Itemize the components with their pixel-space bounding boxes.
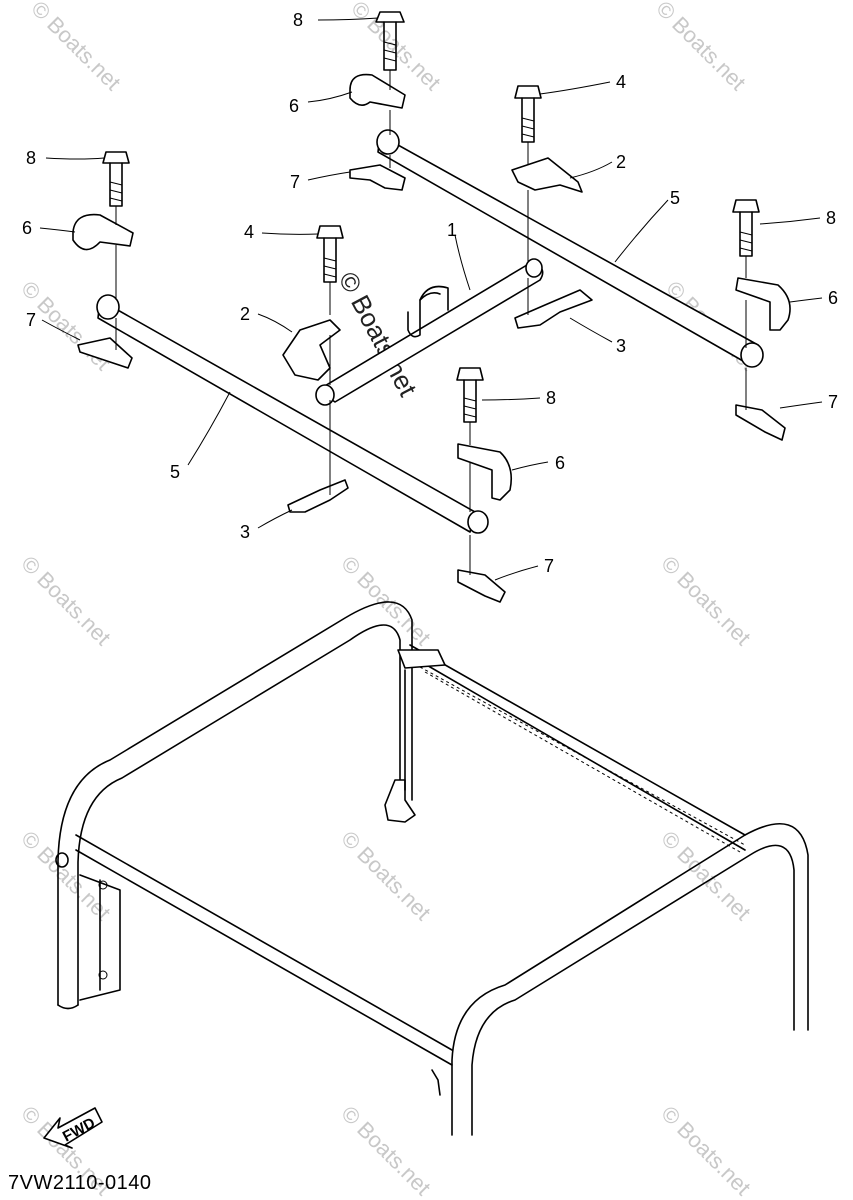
callout-number: 2 xyxy=(240,304,250,324)
watermark-text: © Boats.net xyxy=(16,551,115,650)
callout-number: 5 xyxy=(670,188,680,208)
part-6-clamp xyxy=(457,443,513,501)
callout-number: 7 xyxy=(828,392,838,412)
watermark-text: © Boats.net xyxy=(26,0,125,95)
part-6-clamp xyxy=(349,73,406,109)
callout-number: 6 xyxy=(22,218,32,238)
callout-number: 8 xyxy=(546,388,556,408)
part-7-clip xyxy=(457,569,506,603)
callout-number: 8 xyxy=(26,148,36,168)
callout-number: 4 xyxy=(616,72,626,92)
leader-lines xyxy=(39,17,823,581)
part-6-clamp xyxy=(735,277,791,331)
part-2-clamp xyxy=(282,319,341,381)
part-7-clip xyxy=(77,337,133,369)
part-4-bolt xyxy=(514,85,542,143)
part-2-clamp xyxy=(511,157,583,193)
rack-assembly xyxy=(72,11,791,603)
callout-number: 6 xyxy=(555,453,565,473)
part-code: 7VW2110-0140 xyxy=(8,1172,152,1194)
part-3-bracket xyxy=(287,479,349,513)
callout-number: 6 xyxy=(289,96,299,116)
part-6-clamp xyxy=(72,213,134,251)
callout-number: 1 xyxy=(447,220,457,240)
watermark-text: © Boats.net xyxy=(336,1101,435,1200)
callout-number: 5 xyxy=(170,462,180,482)
callout-number: 7 xyxy=(544,556,554,576)
callout-number: 7 xyxy=(290,172,300,192)
part-3-bracket xyxy=(514,289,593,329)
callout-number: 7 xyxy=(26,310,36,330)
part-8-bolt xyxy=(456,367,484,423)
callout-number: 4 xyxy=(244,222,254,242)
part-7-clip xyxy=(735,404,786,441)
part-7-clip xyxy=(349,164,406,191)
callout-number: 3 xyxy=(616,336,626,356)
watermark-text: © Boats.net xyxy=(336,551,435,650)
watermark-text: © Boats.net xyxy=(651,0,750,95)
watermark-text: © Boats.net xyxy=(656,551,755,650)
watermark-text: © Boats.net xyxy=(656,826,755,925)
watermark-text: © Boats.net xyxy=(336,826,435,925)
callout-number: 3 xyxy=(240,522,250,542)
part-8-bolt xyxy=(102,151,130,207)
part-8-bolt xyxy=(375,11,405,71)
callout-number: 8 xyxy=(293,10,303,30)
part-8-bolt xyxy=(732,199,760,257)
callout-number: 8 xyxy=(826,208,836,228)
roof-frame xyxy=(55,601,809,1136)
watermark-text: © Boats.net xyxy=(656,1101,755,1200)
callout-number: 6 xyxy=(828,288,838,308)
callout-number: 2 xyxy=(616,152,626,172)
part-4-bolt xyxy=(316,225,344,283)
callouts: 8 6 7 4 2 5 8 6 7 3 8 6 7 4 2 1 5 3 8 6 … xyxy=(22,10,838,576)
